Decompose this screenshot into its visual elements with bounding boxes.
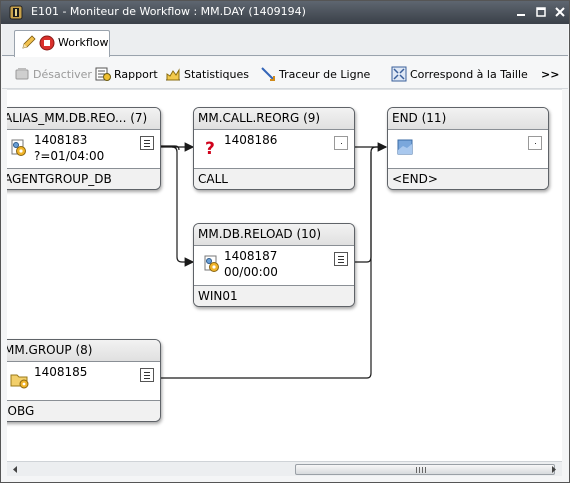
node-id: 1408183 [34,133,88,147]
job-gear-icon [11,139,26,156]
pencil-icon [22,35,36,49]
scroll-left-icon[interactable] [9,464,21,475]
more-button[interactable]: >> [541,67,560,81]
node-body: 1408187 00/00:00 [194,246,354,286]
node-id: 1408185 [34,365,88,379]
tab-workflow[interactable]: Workflow [14,30,110,57]
node-title: MM.GROUP (8) [7,340,160,362]
title-bar[interactable]: E101 - Moniteur de Workflow : MM.DAY (14… [1,1,569,24]
workflow-node-reload[interactable]: MM.DB.RELOAD (10) 1408187 00/00:00 WIN01 [193,223,355,307]
stop-icon[interactable] [39,35,55,51]
maximize-button[interactable] [534,5,548,19]
workflow-node-end[interactable]: END (11) <END> [387,107,549,190]
node-time: 00/00:00 [224,265,278,279]
tab-workflow-label: Workflow [58,36,109,49]
line-tracer-button[interactable]: Traceur de Ligne [260,65,370,83]
node-agent: CALL [194,168,354,189]
node-title: MM.DB.RELOAD (10) [194,224,354,246]
node-body: 1408185 [7,362,160,402]
node-body [388,130,548,170]
svg-text:?: ? [205,139,215,157]
connector-group-to-end [161,152,372,379]
scroll-right-icon[interactable] [548,464,560,475]
statistics-icon [166,68,180,81]
close-button[interactable] [553,5,567,19]
node-id: 1408187 [224,249,278,263]
line-tracer-label: Traceur de Ligne [279,67,371,81]
node-title: END (11) [388,108,548,130]
scrollbar-thumb[interactable] [295,464,555,475]
fit-to-size-label: Correspond à la Taille [410,67,528,81]
node-agent: WIN01 [194,285,354,306]
toolbar: Désactiver Rapport Statistiques Traceur … [2,57,568,89]
node-agent: AGENTGROUP_DB [7,168,160,189]
connector-alias-to-reload [171,146,195,267]
workflow-node-alias[interactable]: ALIAS_MM.DB.REO... (7) 1408183 ?=01/04:0… [7,107,161,190]
node-title: ALIAS_MM.DB.REO... (7) [7,108,160,130]
window-title: E101 - Moniteur de Workflow : MM.DAY (14… [31,5,306,18]
connector-lines [161,142,388,379]
folder-gear-icon [10,374,29,389]
deactivate-button[interactable]: Désactiver [14,65,92,83]
job-gear-icon [204,255,219,272]
fit-to-size-icon [391,66,407,82]
minimize-button[interactable] [514,5,528,19]
report-label: Rapport [114,67,158,81]
details-icon[interactable] [140,136,154,150]
node-agent: <END> [388,168,548,189]
details-icon[interactable] [140,368,154,382]
details-icon[interactable] [334,136,348,150]
fit-to-size-button[interactable]: Correspond à la Taille [391,65,528,83]
details-icon[interactable] [528,136,542,150]
node-time: ?=01/04:00 [34,149,105,163]
workflow-canvas[interactable]: ALIAS_MM.DB.REO... (7) 1408183 ?=01/04:0… [7,89,562,461]
grip-icon [416,467,428,473]
statistics-button[interactable]: Statistiques [165,65,249,83]
deactivate-label: Désactiver [33,67,92,81]
workflow-node-call[interactable]: MM.CALL.REORG (9) ? 1408186 CALL [193,107,355,190]
report-button[interactable]: Rapport [95,65,158,83]
node-body: ? 1408186 [194,130,354,170]
horizontal-scrollbar[interactable] [7,461,562,476]
node-id: 1408186 [224,133,278,147]
workflow-node-group[interactable]: MM.GROUP (8) 1408185 JOBG [7,339,161,422]
app-icon [9,5,23,20]
details-icon[interactable] [334,252,348,266]
deactivate-icon [15,68,29,80]
question-icon: ? [205,139,215,157]
statistics-label: Statistiques [184,67,249,81]
report-icon [95,67,111,81]
node-agent: JOBG [7,400,160,421]
node-title: MM.CALL.REORG (9) [194,108,354,130]
end-icon [397,139,413,155]
node-body: 1408183 ?=01/04:00 [7,130,160,170]
line-tracer-icon [261,67,275,81]
tab-strip: Workflow [2,24,568,57]
